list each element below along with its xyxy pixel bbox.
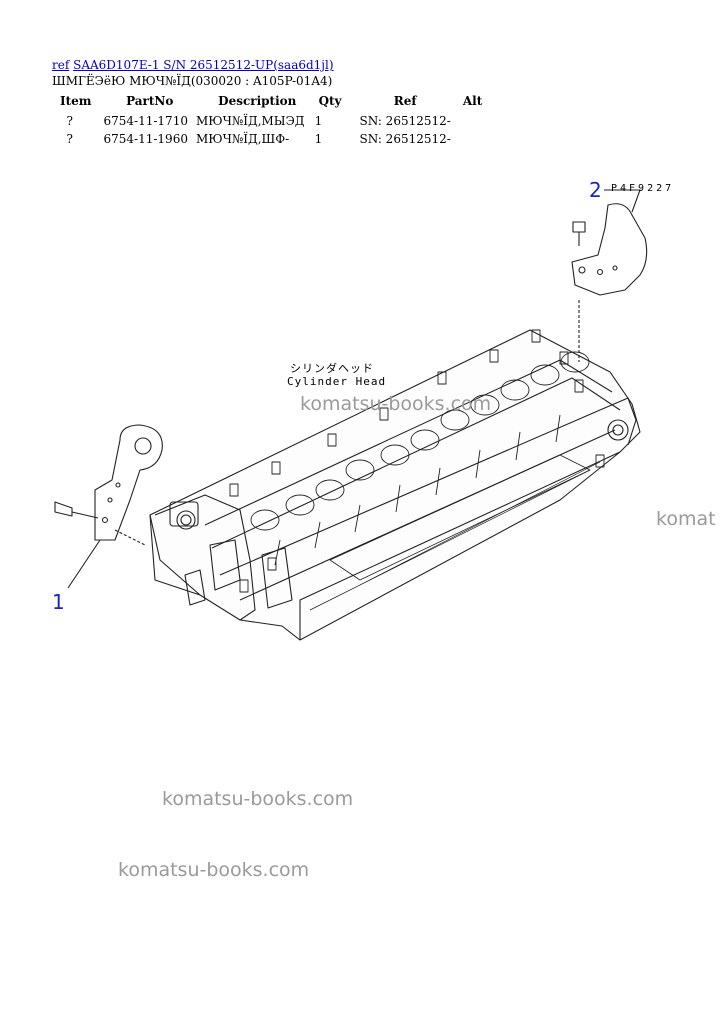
head-bolts-drawing <box>229 329 605 593</box>
bracket-2-drawing <box>571 203 648 362</box>
model-link[interactable]: SAA6D107E-1 S/N 26512512-UP(saa6d1jl) <box>73 58 334 72</box>
cell-partno: 6754-11-1710 <box>103 114 188 128</box>
ref-link[interactable]: ref <box>52 58 70 72</box>
part-code: P4F9227 <box>611 183 675 194</box>
callout-2: 2 <box>589 178 602 202</box>
parts-table: Item PartNo Description Qty Ref Alt ? 67… <box>52 93 490 148</box>
page-subtitle: ШМГЁЭёЮ МЮЧ№ЇД(030020 : A105P-01A4) <box>52 74 333 88</box>
cell-description: МЮЧ№ЇД,МЫЭД <box>195 114 305 128</box>
table-row: ? 6754-11-1960 МЮЧ№ЇД,ШФ- 1 SN: 26512512… <box>52 130 490 148</box>
cell-qty: 1 <box>314 114 323 128</box>
col-alt: Alt <box>462 94 483 108</box>
diagram-label-en: Cylinder Head <box>287 375 387 388</box>
breadcrumb: ref SAA6D107E-1 S/N 26512512-UP(saa6d1jl… <box>52 57 334 73</box>
cell-item: ? <box>66 132 73 146</box>
cell-qty: 1 <box>314 132 323 146</box>
watermark: komatsu-books.com <box>118 859 310 881</box>
callout-2-leader <box>604 189 641 213</box>
col-ref: Ref <box>393 94 417 108</box>
cell-ref: SN: 26512512- <box>359 132 451 146</box>
cell-ref: SN: 26512512- <box>359 114 451 128</box>
valve-ports-drawing <box>250 351 590 566</box>
watermark: komatsu-books.com <box>300 393 492 415</box>
cell-partno: 6754-11-1960 <box>103 132 188 146</box>
cylinder-head-drawing <box>149 329 641 641</box>
callout-1: 1 <box>52 590 65 614</box>
table-row: ? 6754-11-1710 МЮЧ№ЇД,МЫЭД 1 SN: 2651251… <box>52 112 490 130</box>
diagram-label-jp: シリンダヘッド <box>290 362 374 375</box>
callout-1-leader <box>67 539 101 589</box>
watermark: komat <box>656 508 716 530</box>
watermark: komatsu-books.com <box>162 788 354 810</box>
col-qty: Qty <box>318 94 342 108</box>
col-description: Description <box>218 94 297 108</box>
cell-item: ? <box>66 114 73 128</box>
table-header-row: Item PartNo Description Qty Ref Alt <box>52 93 490 112</box>
col-item: Item <box>60 94 92 108</box>
bracket-1-drawing <box>54 424 163 546</box>
cell-description: МЮЧ№ЇД,ШФ- <box>195 132 290 146</box>
col-partno: PartNo <box>126 94 174 108</box>
